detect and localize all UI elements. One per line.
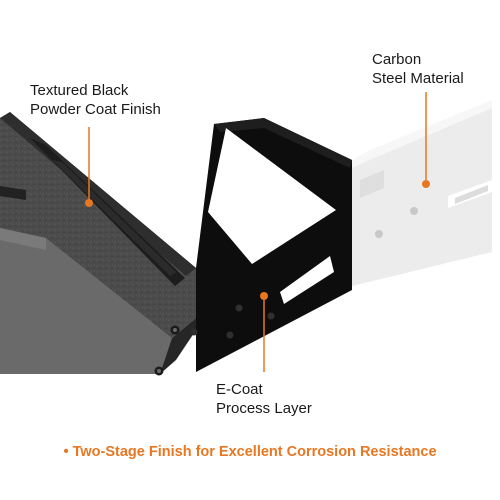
callout-markers bbox=[85, 92, 430, 372]
ecoat-dot bbox=[260, 292, 268, 300]
feature-caption: • Two-Stage Finish for Excellent Corrosi… bbox=[0, 444, 500, 460]
carbon-steel-label-line2: Steel Material bbox=[372, 70, 464, 87]
caption-bullet: • bbox=[63, 444, 69, 460]
carbon-steel-label-line1: Carbon bbox=[372, 51, 422, 68]
powder-coat-label-line1: Textured Black bbox=[30, 82, 129, 99]
carbon-steel-label: Carbon Steel Material bbox=[372, 50, 464, 88]
caption-text: Two-Stage Finish for Excellent Corrosion… bbox=[72, 444, 437, 460]
ecoat-label-line2: Process Layer bbox=[216, 400, 312, 417]
ecoat-label: E-Coat Process Layer bbox=[216, 380, 312, 418]
powder-coat-section bbox=[0, 112, 196, 376]
powder-coat-label: Textured Black Powder Coat Finish bbox=[30, 81, 161, 119]
powder-coat-label-line2: Powder Coat Finish bbox=[30, 101, 161, 118]
powder-coat-dot bbox=[85, 199, 93, 207]
carbon-steel-section bbox=[352, 100, 492, 286]
carbon-steel-dot bbox=[422, 180, 430, 188]
ecoat-section bbox=[190, 118, 352, 372]
ecoat-label-line1: E-Coat bbox=[216, 381, 263, 398]
